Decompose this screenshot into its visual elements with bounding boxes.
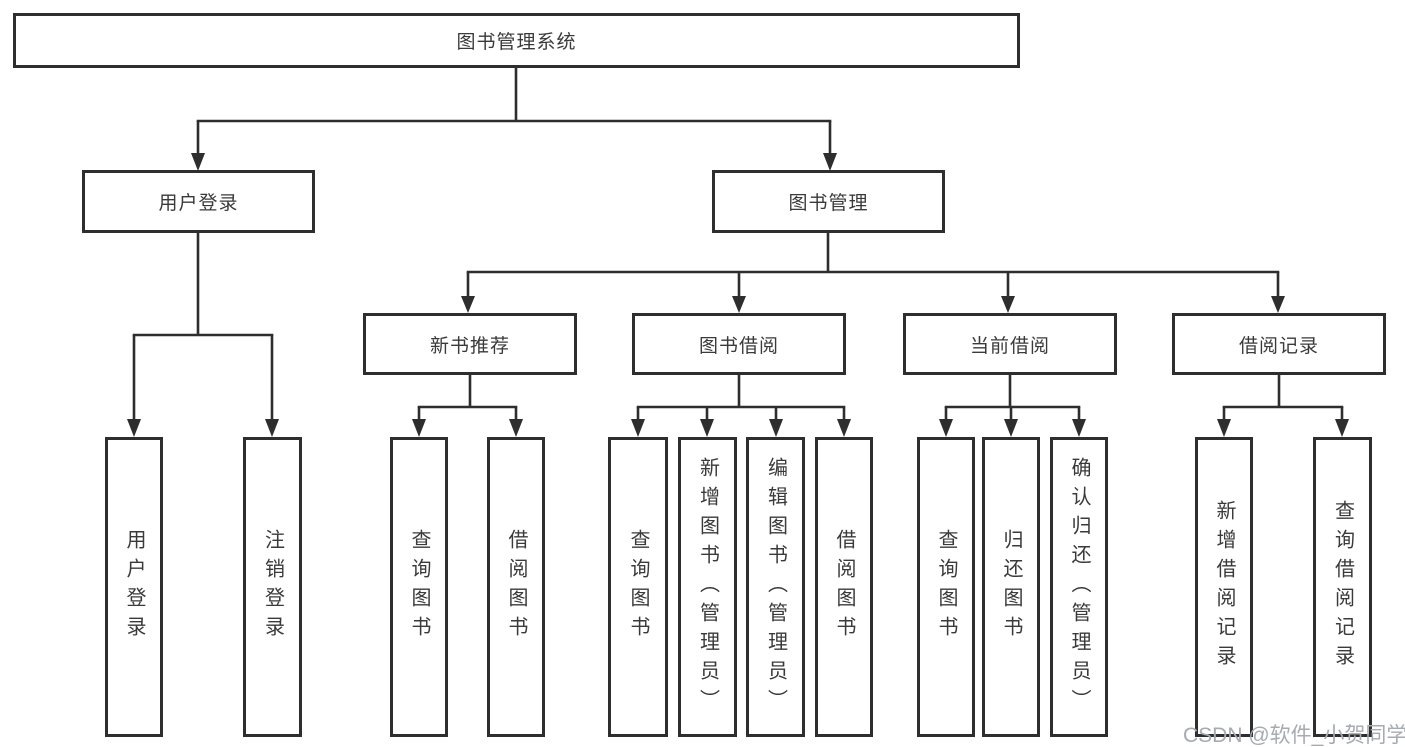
leaf-add-borrow-record: 新增借阅记录: [1195, 437, 1253, 737]
leaf-borrow-books: 借阅图书: [815, 437, 873, 737]
node-label: 图书借阅: [698, 335, 779, 357]
node-book-borrowing: 图书借阅: [632, 313, 846, 375]
node-label: 查询借阅记录: [1331, 500, 1354, 674]
node-borrowing-records: 借阅记录: [1172, 313, 1386, 375]
node-book-management: 图书管理: [712, 170, 945, 233]
node-label: 借阅图书: [505, 529, 527, 645]
node-label: 新增图书（管理员）: [696, 456, 719, 718]
node-label: 新增借阅记录: [1213, 500, 1235, 674]
node-new-book-recommend: 新书推荐: [363, 313, 577, 375]
node-label: 图书管理系统: [456, 32, 577, 53]
node-label: 注销登录: [261, 529, 284, 645]
node-label: 归还图书: [1000, 529, 1022, 645]
csdn-watermark: CSDN @软件_小贺同学: [1183, 724, 1405, 747]
leaf-borrow-books-recommend: 借阅图书: [487, 437, 545, 737]
leaf-query-books-borrow: 查询图书: [608, 437, 668, 737]
node-label: 确认归还（管理员）: [1068, 456, 1090, 718]
leaf-confirm-return-admin: 确认归还（管理员）: [1050, 437, 1108, 737]
node-label: 用户登录: [158, 193, 239, 214]
node-label: 查询图书: [627, 529, 649, 645]
leaf-user-login: 用户登录: [105, 437, 163, 737]
node-user-login-group: 用户登录: [82, 170, 315, 233]
leaf-query-books-recommend: 查询图书: [390, 437, 448, 737]
leaf-edit-books-admin: 编辑图书（管理员）: [746, 437, 805, 737]
node-label: 编辑图书（管理员）: [764, 456, 787, 718]
node-label: 新书推荐: [429, 335, 510, 357]
node-label: 借阅记录: [1238, 335, 1319, 357]
node-label: 查询图书: [408, 529, 430, 645]
node-current-borrowing: 当前借阅: [903, 313, 1117, 375]
node-label: 借阅图书: [833, 529, 855, 645]
leaf-query-borrow-record: 查询借阅记录: [1313, 437, 1372, 737]
node-label: 查询图书: [935, 529, 957, 645]
node-label: 用户登录: [123, 529, 145, 645]
leaf-query-books-current: 查询图书: [917, 437, 975, 737]
leaf-add-books-admin: 新增图书（管理员）: [678, 437, 737, 737]
node-label: 当前借阅: [969, 335, 1050, 357]
node-root-library-system: 图书管理系统: [13, 13, 1020, 68]
leaf-return-books: 归还图书: [982, 437, 1040, 737]
node-label: 图书管理: [788, 193, 869, 214]
leaf-logout: 注销登录: [243, 437, 302, 737]
